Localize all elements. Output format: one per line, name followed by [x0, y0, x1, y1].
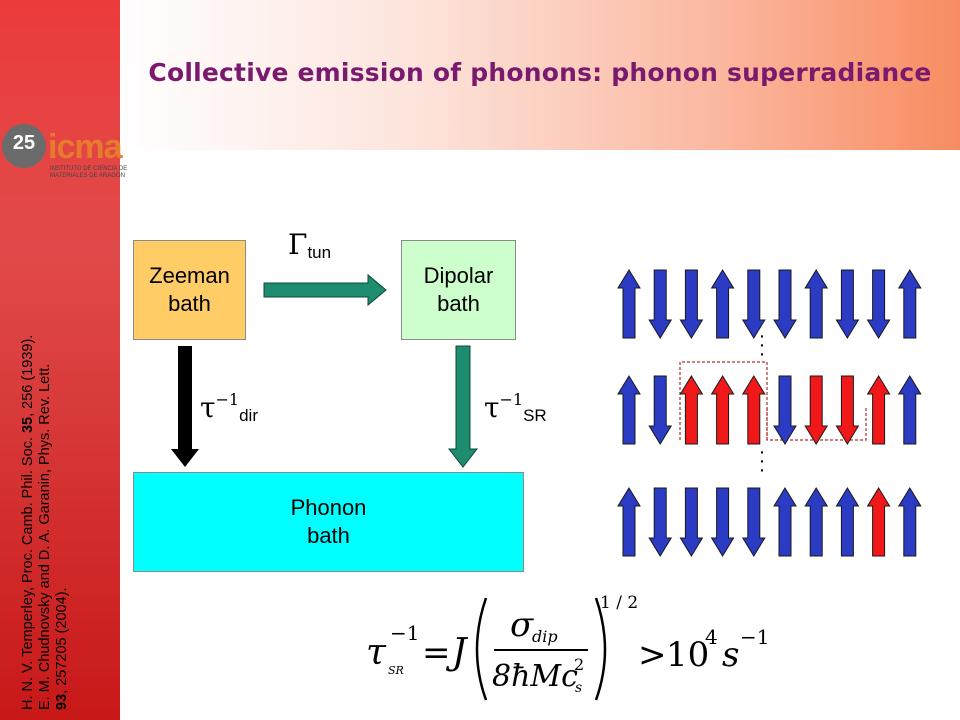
- icma-logo: 25 icma INSTITUTO DE CIENCIA DE MATERIAL…: [2, 124, 130, 184]
- spin-arrow-up-flipped: [679, 375, 704, 445]
- spin-arrow-down: [710, 487, 735, 557]
- spin-arrow-down: [741, 487, 766, 557]
- tau-sr-label: τ−1SR: [484, 390, 547, 425]
- gamma-tun-label: Γtun: [288, 228, 332, 262]
- spin-arrow-up: [897, 269, 922, 339]
- spin-arrow-down: [648, 487, 673, 557]
- formula-num-sub: dip: [532, 627, 558, 646]
- spin-arrow-up: [835, 487, 860, 557]
- spin-arrow-down: [866, 269, 891, 339]
- spin-arrow-up: [617, 269, 641, 339]
- formula-den-sup: 2: [574, 655, 584, 674]
- spin-arrow-up: [897, 487, 922, 557]
- spin-arrow-up: [617, 487, 641, 557]
- spin-arrow-down: [835, 269, 860, 339]
- spin-arrow-down-flipped: [835, 375, 860, 445]
- formula-lhs-sup: −1: [390, 621, 419, 645]
- spin-arrow-up: [804, 487, 829, 557]
- formula-lhs-sub: SR: [388, 664, 404, 677]
- formula-rhs-sup: 4: [705, 625, 718, 649]
- spin-arrow-up-flipped: [710, 375, 735, 445]
- left-decor-bar: [0, 0, 120, 720]
- vertical-ellipsis-1: ···: [758, 325, 766, 365]
- logo-subtitle: INSTITUTO DE CIENCIA DE MATERIALES DE AR…: [50, 166, 128, 179]
- vertical-ellipsis-2: ···: [758, 441, 766, 481]
- spin-arrow-up-flipped: [866, 375, 891, 445]
- arrow-zeeman-to-dipolar: [263, 273, 387, 307]
- header-band: [120, 0, 960, 150]
- formula-rhs-unit: s: [722, 635, 739, 675]
- slide-title: Collective emission of phonons: phonon s…: [148, 58, 932, 87]
- arrow-zeeman-to-phonon: [171, 346, 199, 467]
- formula-rhs: 10: [666, 635, 709, 675]
- dashed-group-1: [679, 361, 768, 440]
- spin-arrow-up: [897, 375, 922, 445]
- tau-dir-label: τ−1dir: [200, 390, 258, 425]
- spin-arrow-down: [679, 269, 704, 339]
- spin-arrow-up-flipped: [866, 487, 891, 557]
- formula-numerator: σ: [510, 605, 534, 645]
- formula-gt: >: [638, 635, 667, 675]
- spin-arrow-up: [773, 487, 797, 557]
- spin-arrow-down: [773, 269, 797, 339]
- spin-arrow-up: [617, 375, 641, 445]
- formula-denominator: 8ħMc: [492, 659, 578, 694]
- spin-chain: [617, 269, 922, 557]
- spin-arrow-down: [741, 269, 766, 339]
- spin-arrow-down: [773, 375, 797, 445]
- spin-arrow-up-flipped: [741, 375, 766, 445]
- spin-arrow-down: [648, 375, 673, 445]
- spin-arrow-down-flipped: [804, 375, 829, 445]
- logo-name: icma: [48, 128, 122, 166]
- formula-right-paren: [594, 597, 607, 701]
- spin-arrow-down: [648, 269, 673, 339]
- formula-exponent: 1 / 2: [600, 593, 638, 613]
- arrow-dipolar-to-phonon: [447, 345, 479, 468]
- formula-left-paren: [475, 597, 488, 701]
- formula-den-sub: s: [575, 680, 582, 696]
- formula-rhs-unit-sup: −1: [740, 625, 769, 649]
- spin-arrow-down: [679, 487, 704, 557]
- spin-arrow-up: [804, 269, 829, 339]
- formula-lhs: τ: [366, 632, 387, 673]
- formula-equals: =: [422, 633, 451, 673]
- anniversary-badge: 25: [2, 124, 46, 168]
- spin-arrow-up: [710, 269, 735, 339]
